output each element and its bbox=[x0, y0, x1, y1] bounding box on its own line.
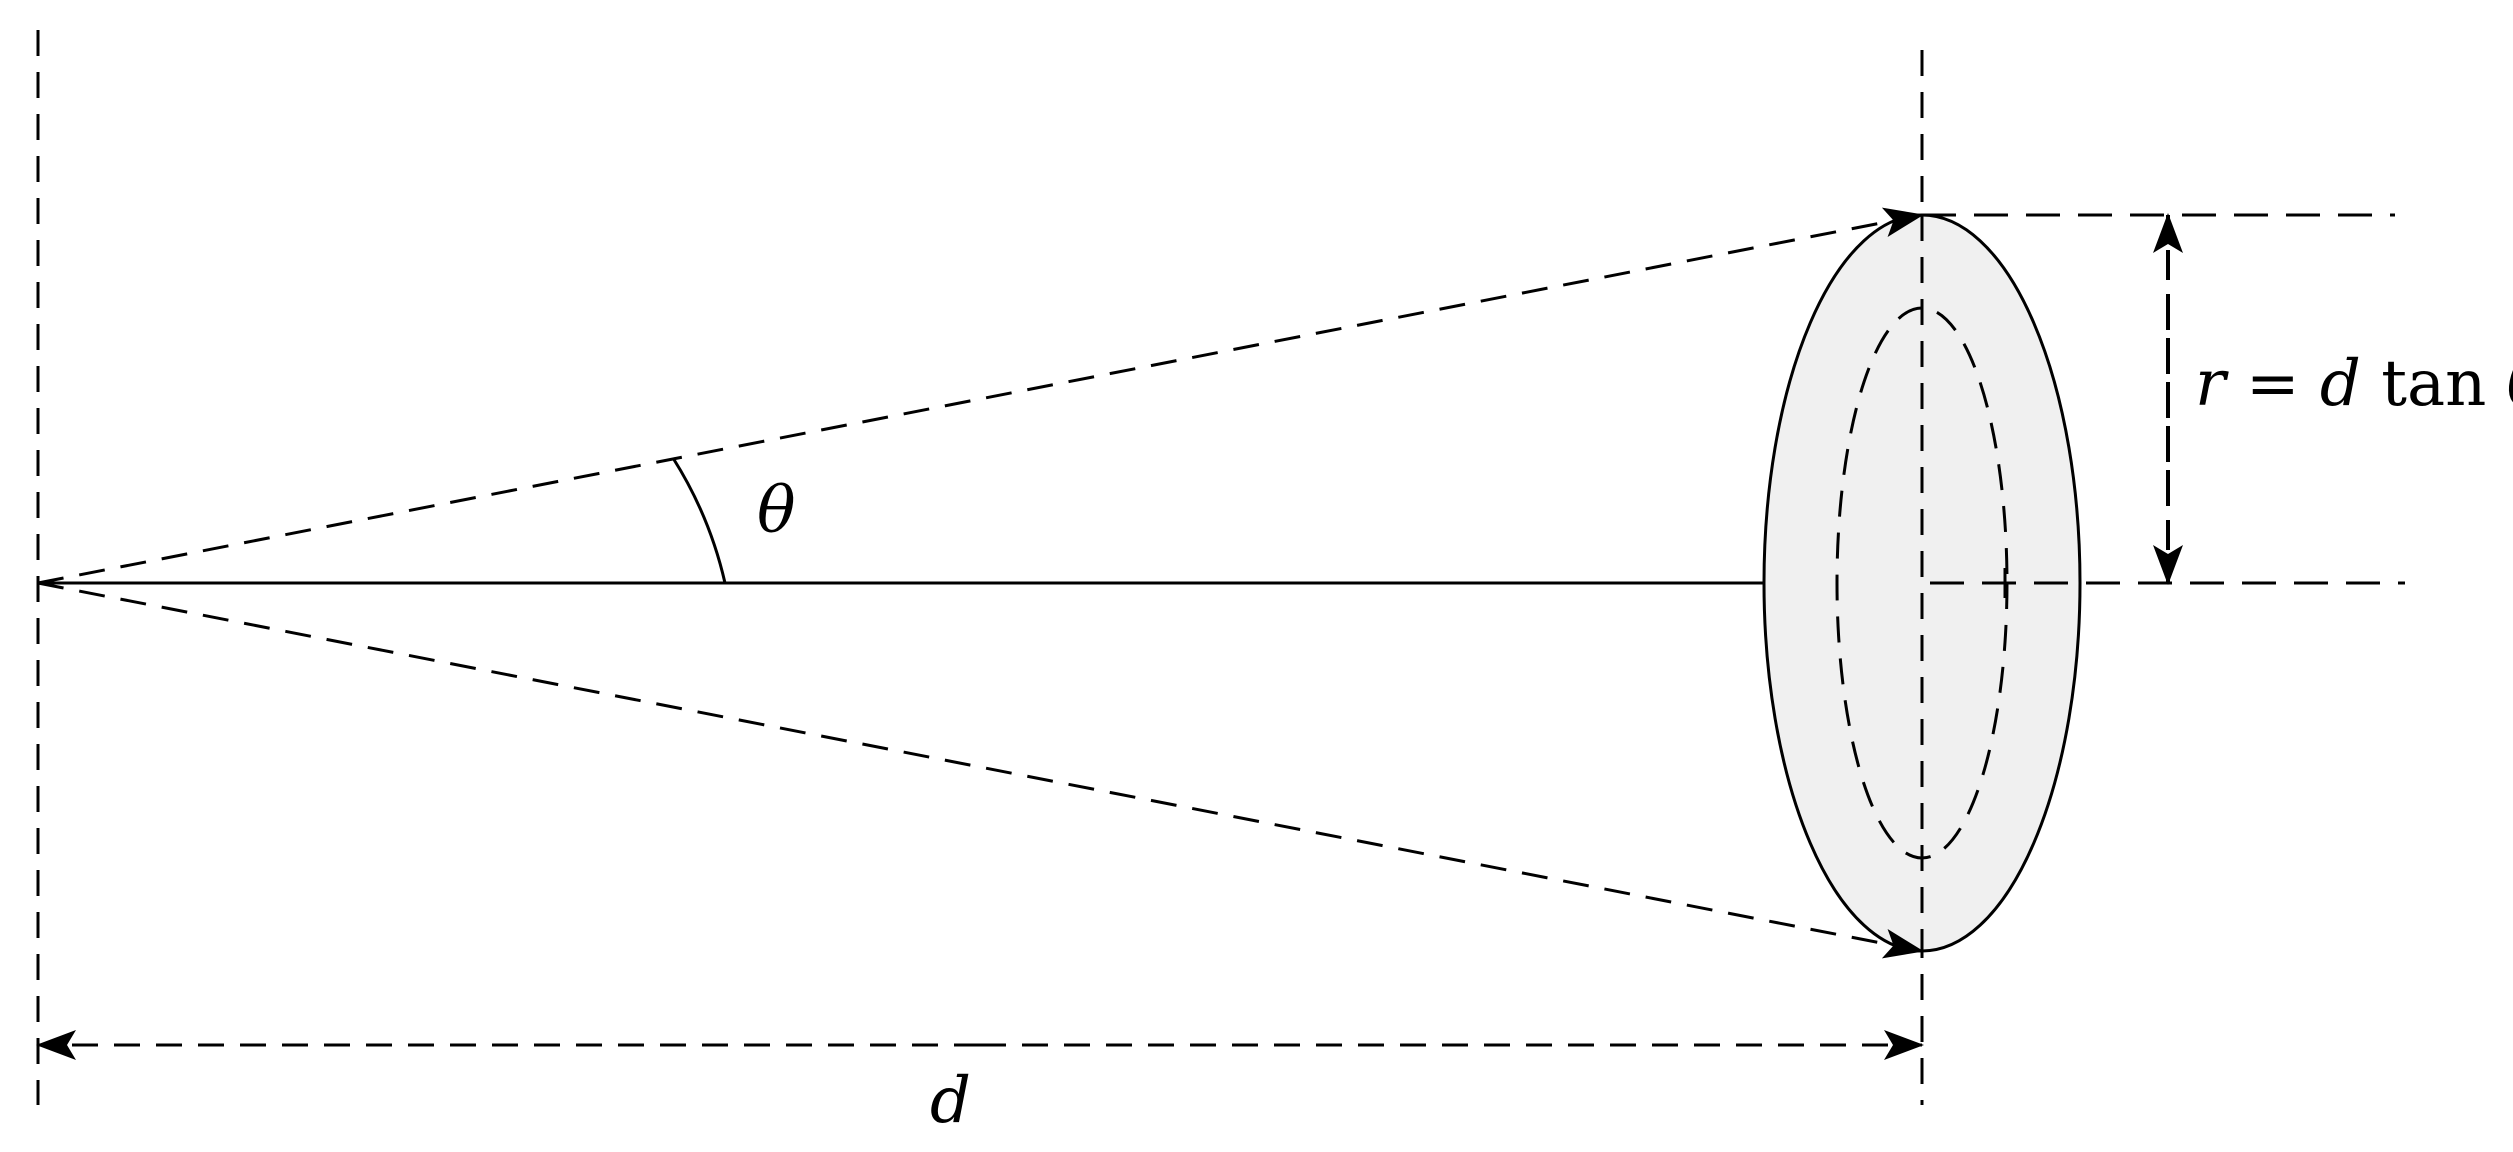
projection-disk bbox=[1762, 213, 2082, 953]
formula-equals: = bbox=[2226, 347, 2320, 421]
formula-theta: θ bbox=[2507, 347, 2513, 421]
lower-ray bbox=[37, 581, 1924, 959]
formula-d: d bbox=[2320, 347, 2361, 421]
upper-ray bbox=[37, 207, 1924, 585]
formula-r: r bbox=[2195, 347, 2229, 421]
distance-label: d bbox=[930, 1064, 971, 1138]
angle-arc bbox=[671, 457, 727, 584]
radius-formula: r = d tan θ bbox=[2195, 347, 2513, 421]
angle-label: θ bbox=[757, 474, 796, 548]
formula-tan: tan bbox=[2361, 347, 2507, 421]
